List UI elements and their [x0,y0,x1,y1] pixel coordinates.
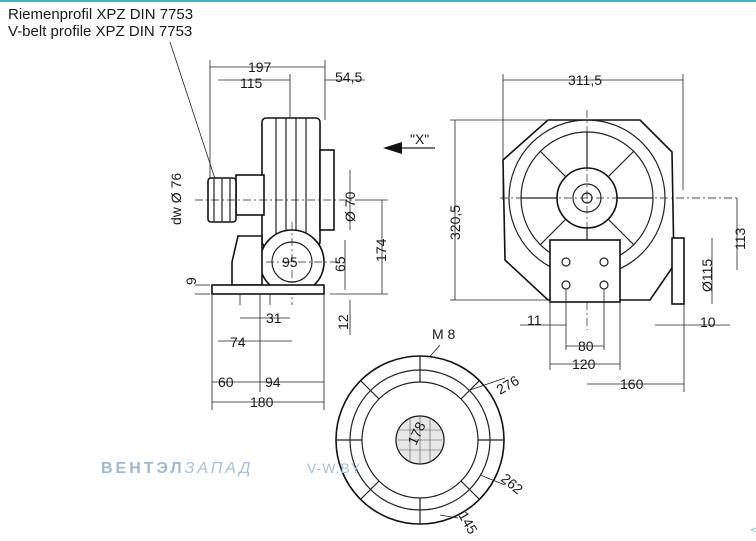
watermark-brand: ВЕНТЭЛЗАПАД [101,460,253,478]
side-outlet [671,237,685,305]
watermark-brand-main: ВЕНТЭЛ [101,460,185,477]
top-accent-line [0,0,756,2]
base-plate [211,284,325,295]
dim-12: 12 [335,314,351,330]
side-view: 197 115 54,5 95 dw Ø 76 Ø 70 [168,59,389,410]
dim-311-5: 311,5 [568,72,602,88]
dim-80: 80 [578,338,594,354]
view-x-label: "X" [410,131,429,147]
dim-54-5: 54,5 [335,69,362,85]
watermark-site: V-W.BY [307,460,362,476]
watermark-brand-suffix: ЗАПАД [184,460,254,477]
inlet-view: M 8 178 276 262 145 [335,326,526,537]
dim-115: Ø115 [699,259,715,292]
dim-320-5: 320,5 [447,205,463,240]
inlet-flange [319,149,335,231]
front-view: 311,5 320,5 113 [447,72,748,392]
corner-mark: < [750,525,756,535]
fan-housing [261,117,321,247]
caption-english: V-belt profile XPZ DIN 7753 [8,23,193,40]
dim-262: 262 [498,470,526,497]
dim-dw-76: dw Ø 76 [168,173,184,225]
caption-german: Riemenprofil XPZ DIN 7753 [8,6,194,23]
outlet-box [549,239,621,303]
dim-65: 65 [332,256,348,272]
dim-60: 60 [218,374,234,390]
view-x-arrow: "X" [383,131,435,154]
dim-94: 94 [265,374,281,390]
dim-74: 74 [230,334,246,350]
dim-9: 9 [183,277,199,285]
dim-120: 120 [572,356,596,372]
dim-95: 95 [282,254,298,270]
dim-115: 115 [240,75,263,91]
thread-label-m8: M 8 [432,326,456,342]
dim-31: 31 [266,310,282,326]
dim-174: 174 [373,238,389,262]
dim-276: 276 [494,372,522,398]
dim-197: 197 [248,59,272,75]
caption-leader-line [169,41,223,201]
dim-160: 160 [620,376,644,392]
dim-11: 11 [527,312,542,328]
bearing-block [235,174,265,216]
support-stand [231,235,263,286]
dim-10: 10 [700,314,716,330]
dim-180: 180 [250,394,274,410]
dim-113: 113 [732,227,748,250]
